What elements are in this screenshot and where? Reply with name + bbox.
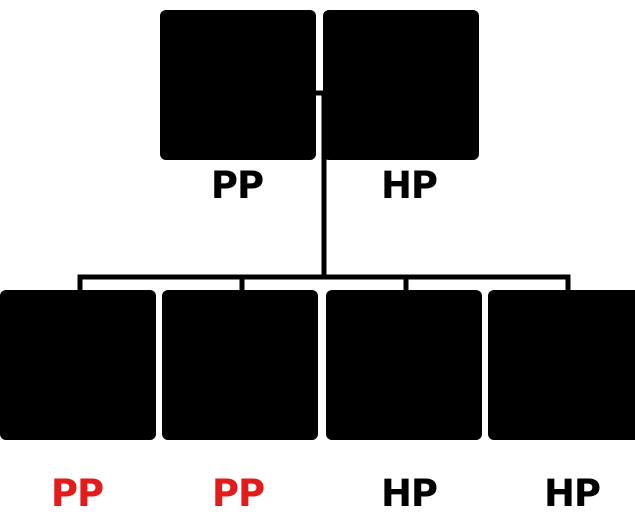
offspring-goat-2-icon — [162, 290, 318, 440]
parent-genotype-label: HP — [380, 164, 438, 207]
offspring-goat-3-icon — [326, 290, 482, 440]
parent-goat-2-icon — [323, 10, 479, 160]
offspring-goat-4-icon — [488, 290, 635, 440]
offspring-genotype-label: HP — [543, 472, 601, 515]
offspring-goat-1-icon — [0, 290, 156, 440]
parent-goat-1-icon — [160, 10, 316, 160]
offspring-genotype-label: PP — [211, 472, 265, 515]
offspring-genotype-label: HP — [380, 472, 438, 515]
offspring-genotype-label: PP — [50, 472, 104, 515]
parent-genotype-label: PP — [210, 164, 264, 207]
